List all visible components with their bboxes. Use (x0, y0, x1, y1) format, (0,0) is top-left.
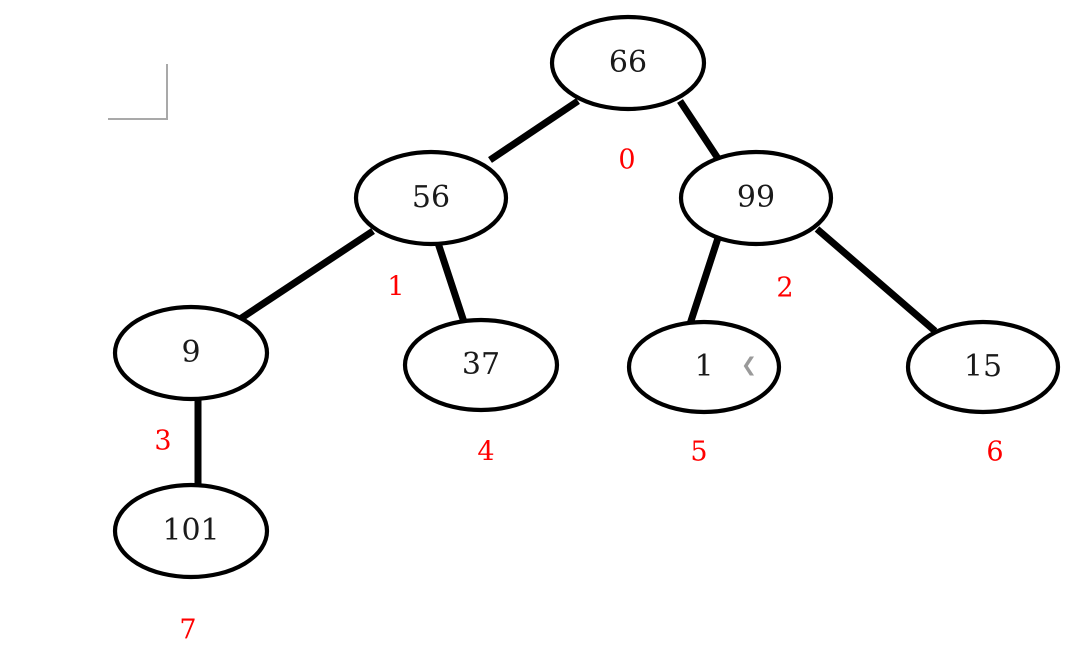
node-index-label: 0 (618, 145, 635, 176)
node-ellipse[interactable] (626, 319, 782, 415)
tree-edge (434, 241, 468, 324)
node-index-label: 6 (986, 437, 1003, 468)
node-value-label: 56 (412, 180, 450, 215)
node-ellipse[interactable] (112, 482, 270, 580)
tree-node[interactable]: 9 (112, 304, 270, 402)
node-index-label: 2 (776, 273, 793, 304)
node-ellipse[interactable] (678, 149, 834, 247)
node-ellipse[interactable] (353, 149, 509, 247)
node-value-label: 9 (181, 335, 200, 370)
node-index-label: 5 (690, 437, 707, 468)
node-value-label: 99 (737, 180, 775, 215)
tree-node[interactable]: 15 (905, 319, 1061, 415)
tree-edge (814, 226, 938, 334)
node-ellipse[interactable] (905, 319, 1061, 415)
node-ellipse[interactable] (402, 317, 560, 413)
tree-edge (677, 99, 722, 162)
node-index-label: 4 (477, 437, 494, 468)
tree-edge (488, 98, 580, 163)
tree-node[interactable]: 66 (549, 14, 707, 112)
corner-bracket-vertical (166, 64, 168, 118)
node-value-label: 1 (694, 349, 713, 384)
node-value-label: 37 (462, 347, 500, 382)
node-ellipse[interactable] (112, 304, 270, 402)
node-value-label: 15 (964, 349, 1002, 384)
tree-node[interactable]: 56 (353, 149, 509, 247)
node-ellipse[interactable] (549, 14, 707, 112)
node-index-label: 3 (154, 426, 171, 457)
tree-node[interactable]: 1 (626, 319, 782, 415)
corner-bracket-horizontal (108, 118, 168, 120)
left-chevron-cursor-icon: ❮ (741, 354, 757, 376)
tree-edge (238, 228, 375, 322)
node-value-label: 66 (609, 45, 647, 80)
tree-node[interactable]: 101 (112, 482, 270, 580)
node-index-label: 7 (179, 615, 196, 646)
node-index-label: 1 (387, 272, 404, 303)
edges-group (194, 98, 938, 488)
tree-node[interactable]: 99 (678, 149, 834, 247)
tree-node[interactable]: 37 (402, 317, 560, 413)
node-value-label: 101 (162, 513, 219, 548)
tree-edge (686, 233, 723, 326)
